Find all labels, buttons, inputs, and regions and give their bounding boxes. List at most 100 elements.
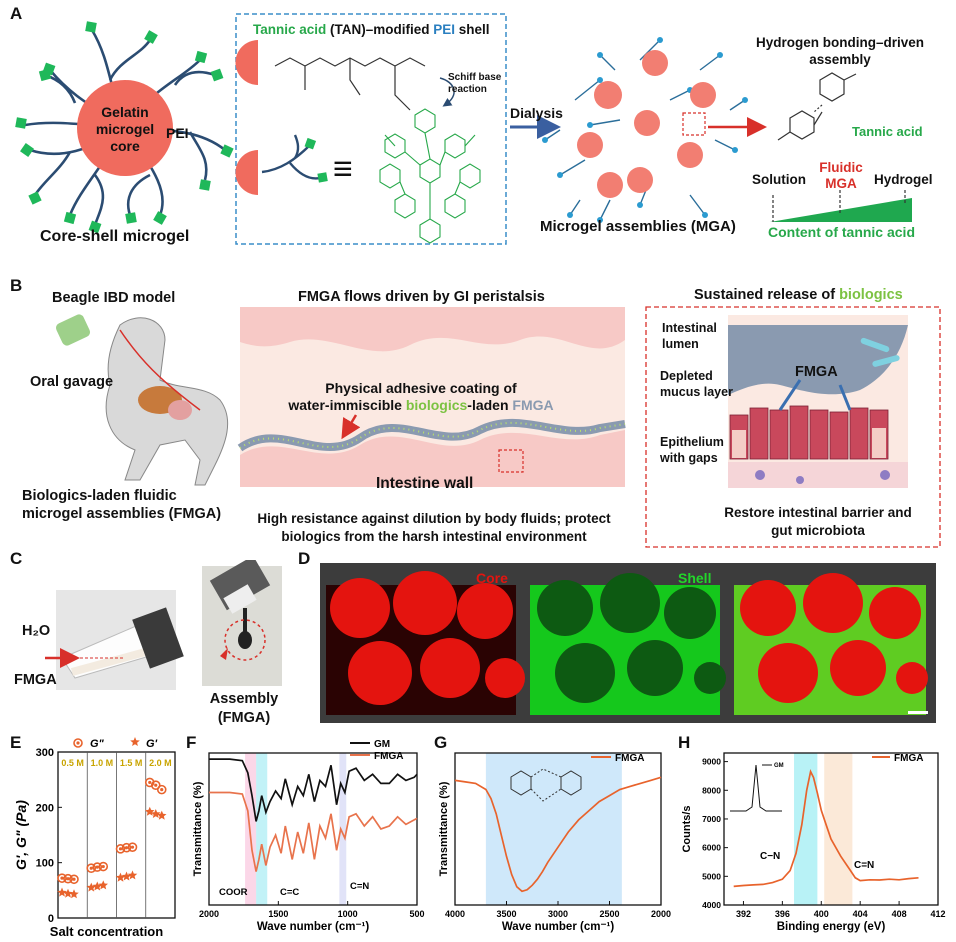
mga-cluster-graphic xyxy=(542,37,767,223)
h-ytick-label: 6000 xyxy=(702,843,721,853)
h2o-label: H₂O xyxy=(22,623,51,639)
e-gpp-point-center xyxy=(66,877,70,881)
dialysis-label: Dialysis xyxy=(510,105,563,121)
e-gp-point xyxy=(151,809,161,818)
f-legend-fmga-label: FMGA xyxy=(374,751,403,762)
e-gpp-point xyxy=(86,863,97,873)
h-xtick-label: 392 xyxy=(736,909,751,919)
h-legend-fmga-label: FMGA xyxy=(894,753,923,764)
oral-gavage-label: Oral gavage xyxy=(30,374,114,390)
restore-barrier-label: Restore intestinal barrier and gut micro… xyxy=(724,505,912,538)
h-ytick-label: 7000 xyxy=(702,814,721,824)
beagle-illustration xyxy=(55,314,229,486)
h-annotation: C−N xyxy=(760,851,780,862)
e-gpp-point-center xyxy=(89,866,93,870)
f-xtick-label: 2000 xyxy=(199,909,219,919)
e-gpp-point xyxy=(98,861,109,872)
panel-a-label: A xyxy=(10,4,23,23)
h-ytick-label: 4000 xyxy=(702,900,721,910)
e-gpp-point xyxy=(156,784,167,795)
e-gpp-point-center xyxy=(124,846,129,850)
panel-c-photos xyxy=(45,560,282,690)
mga-label: Microgel assemblies (MGA) xyxy=(540,218,736,235)
e-gpp-point-center xyxy=(72,877,76,881)
schiff-base-label: Schiff base reaction xyxy=(448,72,502,95)
epithelium-label: Epithelium with gaps xyxy=(660,435,724,465)
content-tannic-acid-label: Content of tannic acid xyxy=(768,224,915,240)
e-gpp-point xyxy=(69,874,79,885)
shell-fragment-graphic xyxy=(235,134,328,195)
e-gpp-point-center xyxy=(154,783,158,787)
e-legend-gpp-label: G" xyxy=(90,738,105,750)
f-series-gm xyxy=(209,758,418,822)
f-annotation: C=C xyxy=(280,887,299,898)
e-gpp-point xyxy=(63,873,73,884)
e-legend-gp-marker xyxy=(130,737,140,746)
sustained-release-box xyxy=(645,306,941,548)
f-series-fmga xyxy=(209,791,418,872)
h-xtick-label: 404 xyxy=(853,909,868,919)
g-xtick-label: 2500 xyxy=(599,909,619,919)
panel-d-label: D xyxy=(298,549,311,568)
core-shell-microgel-graphic xyxy=(15,21,234,234)
e-xlabel: Salt concentration xyxy=(50,924,163,939)
pei-structure-graphic xyxy=(235,40,455,111)
h-ylabel: Counts/s xyxy=(681,805,693,852)
h-highlight-band xyxy=(794,753,818,905)
e-legend-gpp-marker xyxy=(73,738,83,748)
hydrogel-label: Hydrogel xyxy=(874,172,933,187)
e-gp-point xyxy=(57,887,67,897)
intestinal-lumen-label: Intestinal lumen xyxy=(662,321,717,351)
h-annotation: C=N xyxy=(854,860,874,871)
equivalence-symbol: ≡ xyxy=(333,150,353,188)
e-category-label: 1.5 M xyxy=(120,758,143,768)
e-ytick-label: 0 xyxy=(48,913,54,925)
panel-d-confocal xyxy=(320,563,936,723)
h-ytick-label: 5000 xyxy=(702,871,721,881)
resistance-label: High resistance against dilution by body… xyxy=(257,511,611,544)
e-gp-point xyxy=(92,881,102,891)
f-xtick-label: 500 xyxy=(409,909,424,919)
panel-b-graphics xyxy=(55,306,941,548)
f-highlight-band xyxy=(256,753,268,905)
e-category-label: 2.0 M xyxy=(149,758,172,768)
e-gpp-point-center xyxy=(118,847,123,851)
tannic-acid-structure-graphic xyxy=(379,108,481,244)
h-xlabel: Binding energy (eV) xyxy=(777,921,886,933)
fmga-label-b: FMGA xyxy=(795,364,838,380)
f-xtick-label: 1500 xyxy=(268,909,288,919)
hydrogen-bonding-label: Hydrogen bonding–driven assembly xyxy=(755,35,924,67)
e-gpp-point-center xyxy=(160,788,164,792)
e-ytick-label: 100 xyxy=(36,858,54,870)
g-ylabel: Transmittance (%) xyxy=(438,781,450,876)
e-gp-point xyxy=(145,806,155,816)
f-plot-frame xyxy=(208,752,418,906)
g-highlight-band xyxy=(485,753,622,905)
g-xtick-label: 2000 xyxy=(651,909,671,919)
e-gpp-point-center xyxy=(95,865,99,869)
e-gpp-point xyxy=(57,873,67,883)
fmga-label-c: FMGA xyxy=(14,672,57,688)
fmga-definition-label: Biologics-laden fluidic microgel assembl… xyxy=(22,488,222,522)
e-gp-point xyxy=(127,870,138,880)
e-gp-point xyxy=(63,888,73,898)
panel-a-graphics xyxy=(15,13,912,245)
intestine-wall-shape xyxy=(240,430,625,487)
e-gpp-point-center xyxy=(130,845,135,849)
core-shell-microgel-label: Core-shell microgel xyxy=(40,228,190,245)
e-gp-point xyxy=(98,880,108,890)
h-plot-frame xyxy=(723,752,939,906)
tannic-acid-label: Tannic acid xyxy=(852,124,923,139)
panel-b-label: B xyxy=(10,276,23,295)
e-gp-point xyxy=(121,871,132,881)
g-series-fmga xyxy=(454,776,662,893)
epithelium-illustration xyxy=(728,315,908,488)
e-legend-gpp-dot xyxy=(76,741,80,745)
beagle-model-label: Beagle IBD model xyxy=(52,290,176,306)
e-gpp-point-center xyxy=(148,780,152,785)
f-annotation: C=N xyxy=(350,881,369,892)
sustained-release-title: Sustained release of biologics xyxy=(694,287,903,303)
e-gpp-point xyxy=(121,842,132,853)
f-ylabel: Transmittance (%) xyxy=(192,781,204,876)
